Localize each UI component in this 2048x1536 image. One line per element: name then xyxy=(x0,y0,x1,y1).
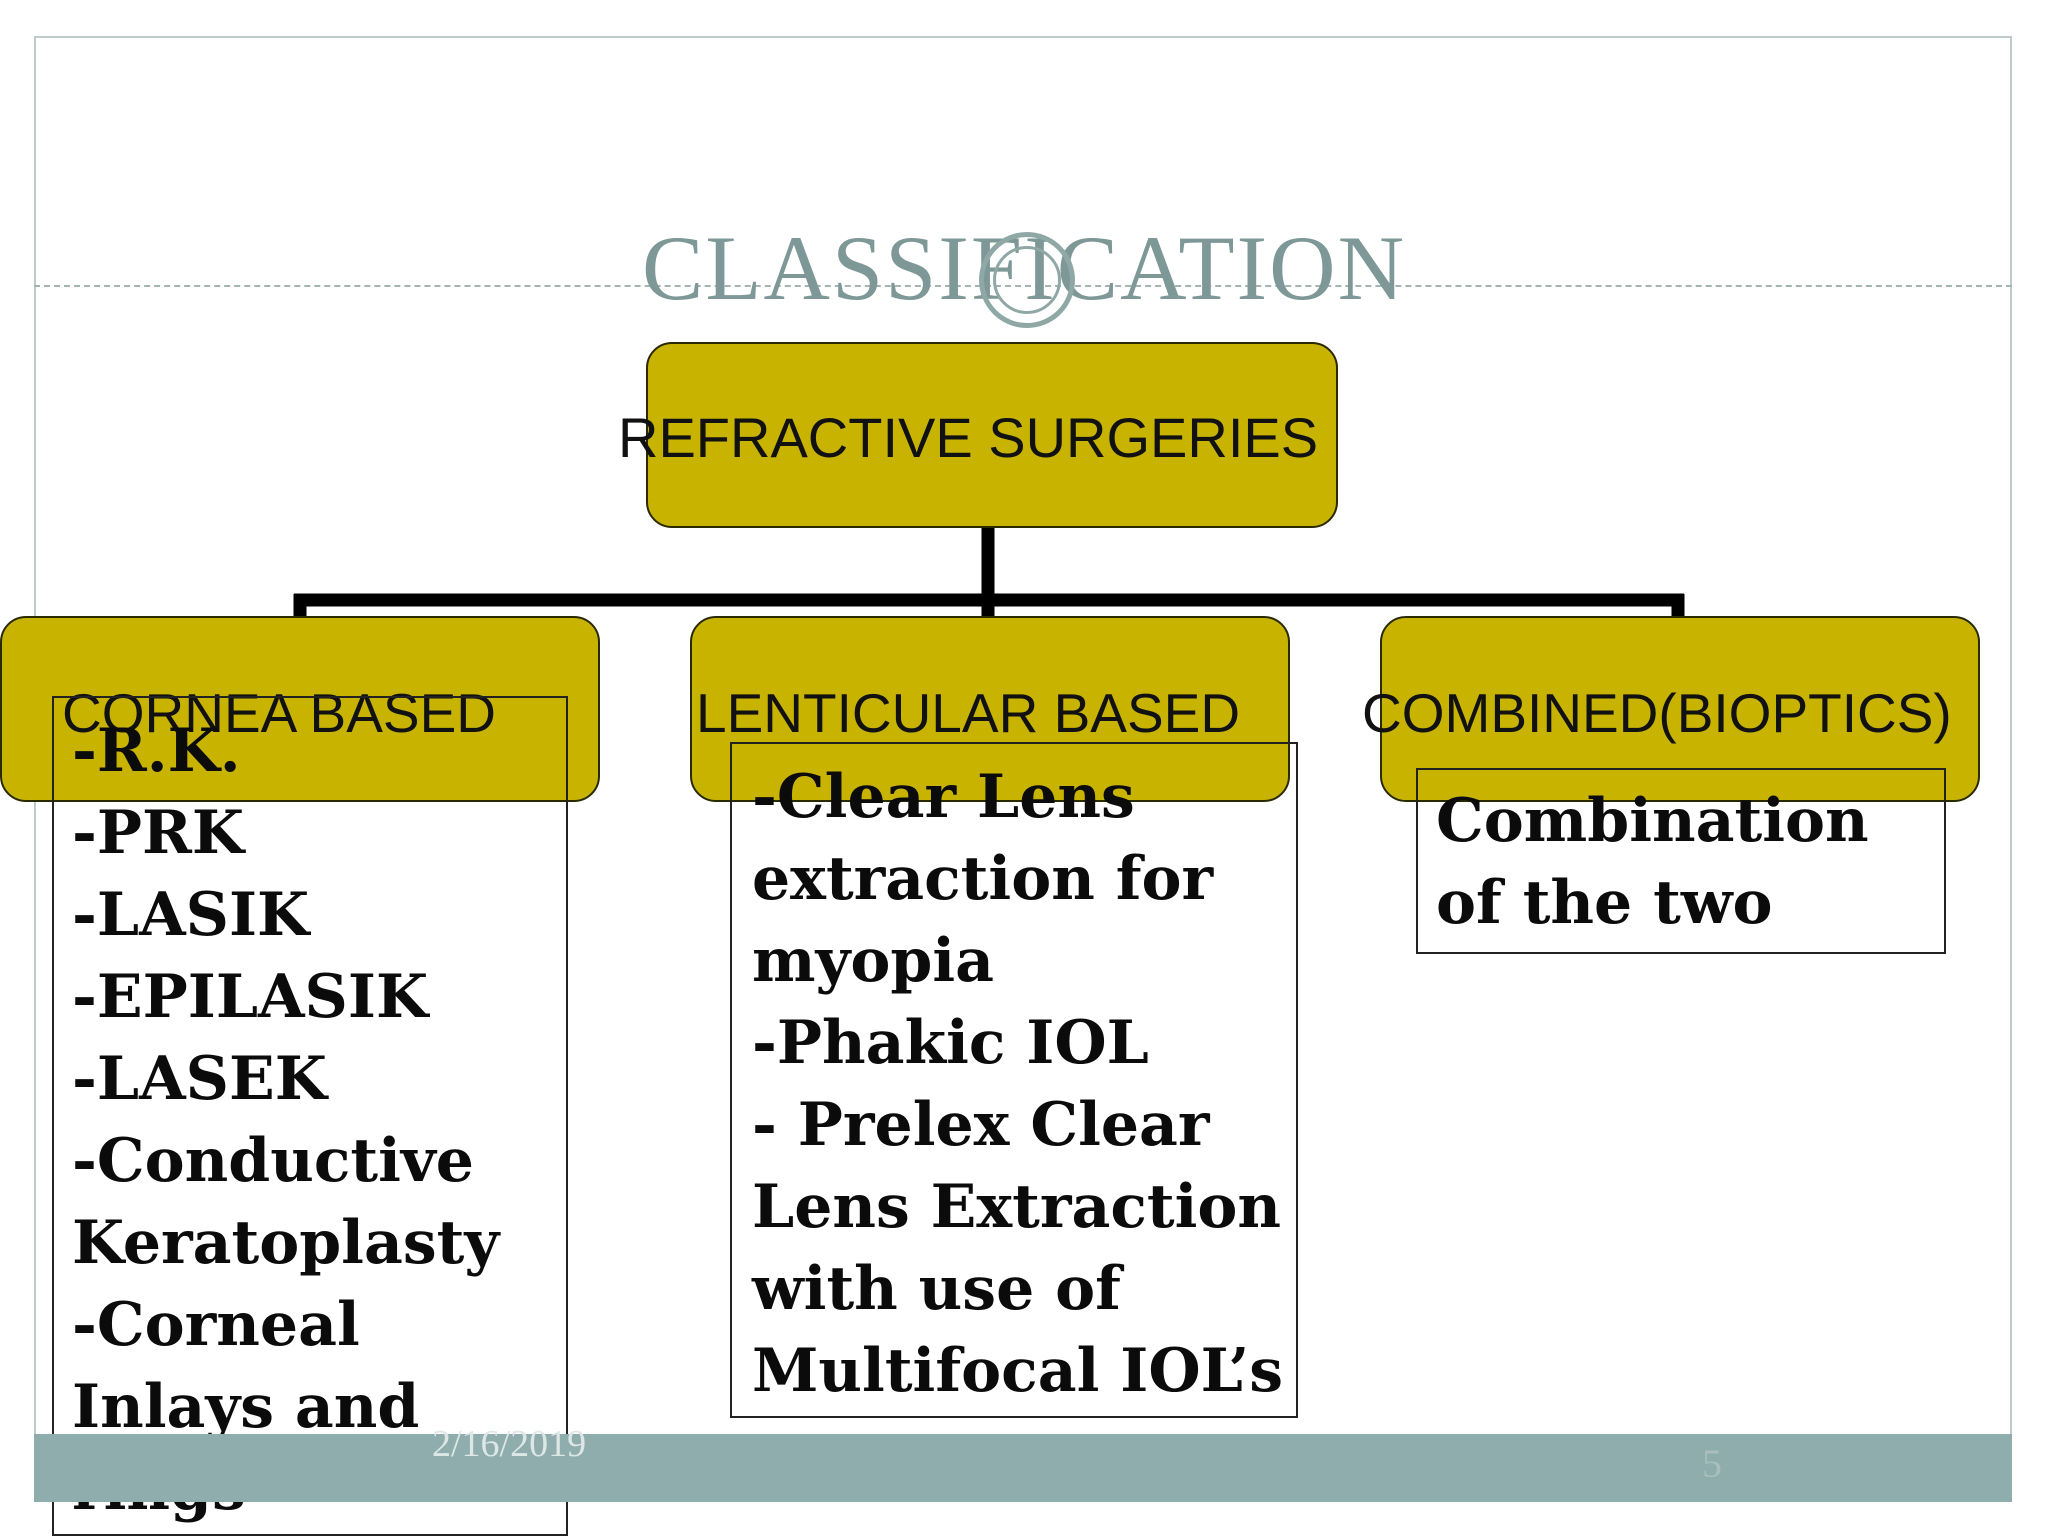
combined-description-box xyxy=(1416,768,1946,954)
child-node-lenticular xyxy=(690,616,1290,802)
child-node-combined-label: COMBINED(BIOPTICS) xyxy=(1362,682,1952,744)
footer-date: 2/16/2019 xyxy=(432,1423,587,1465)
root-node xyxy=(646,342,1338,528)
combined-description: Combination of the two xyxy=(1436,786,1869,938)
lenticular-list-box xyxy=(730,742,1298,1418)
child-node-cornea-label: CORNEA BASED xyxy=(62,682,497,744)
child-node-lenticular-label: LENTICULAR BASED xyxy=(696,682,1241,744)
page-number: 5 xyxy=(1702,1441,1722,1486)
footer-bar xyxy=(34,1434,2012,1502)
lenticular-procedure-list: -Clear Lens extraction for myopia -Phaki… xyxy=(752,762,1284,1406)
cornea-procedure-list: -R.K. -PRK -LASIK -EPILASIK -LASEK -Cond… xyxy=(72,716,500,1524)
root-node-label: REFRACTIVE SURGERIES xyxy=(618,406,1319,469)
child-node-combined xyxy=(1380,616,1980,802)
circle-ornament-icon xyxy=(979,232,1075,328)
child-node-cornea xyxy=(0,616,600,802)
cornea-list-box xyxy=(52,696,568,1536)
